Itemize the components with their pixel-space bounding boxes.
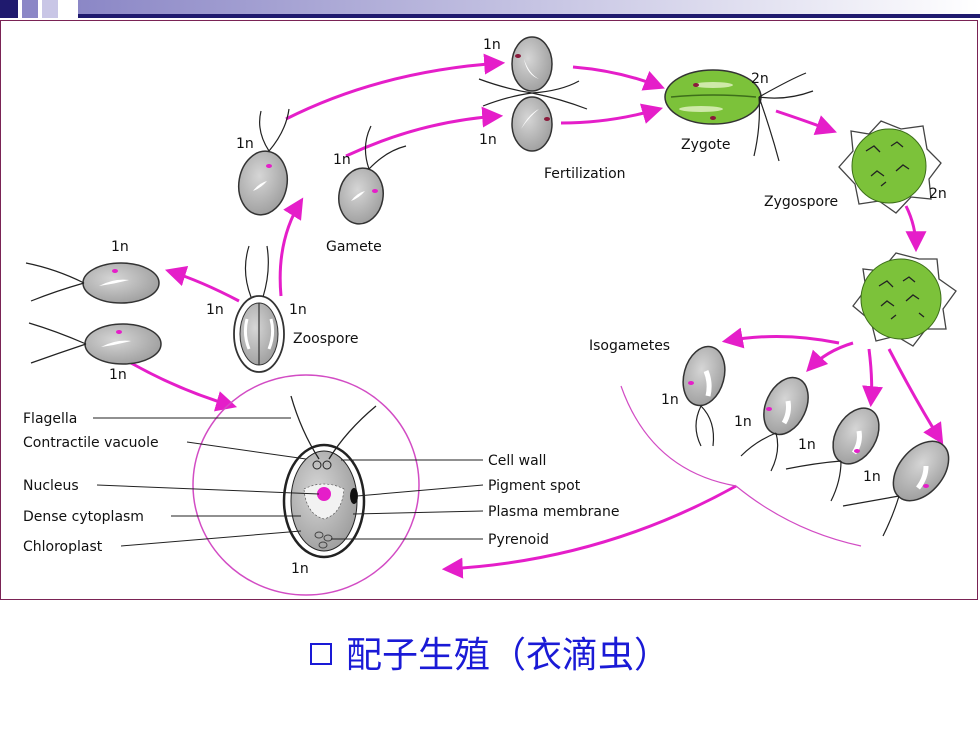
gamete-2-ploidy-label: 1n <box>333 152 351 168</box>
isogamete-3-ploidy-label: 1n <box>798 437 816 453</box>
arrow-cell2-to-cell <box>130 361 238 412</box>
part-label-flagella: Flagella <box>23 411 77 427</box>
part-label-pigment-spot: Pigment spot <box>488 478 581 494</box>
zoospore-label: Zoospore <box>293 331 359 347</box>
accent-square-mid <box>22 0 38 18</box>
fusing-gametes <box>478 36 588 152</box>
zygospore-cell <box>838 120 942 214</box>
zygote-label: Zygote <box>681 137 730 153</box>
left-cell-bottom <box>28 322 162 365</box>
zygospore-ploidy-label: 2n <box>929 186 947 202</box>
accent-square-dark <box>0 0 18 18</box>
arrow-iso-to-cell <box>441 484 737 579</box>
arrow-zoospore-to-cell1 <box>164 265 240 303</box>
zygote-ploidy-label: 2n <box>751 71 769 87</box>
part-label-cell-wall: Cell wall <box>488 453 546 469</box>
arrow-fusion-to-zygote <box>572 65 665 91</box>
zoospore-left-ploidy-label: 1n <box>206 302 224 318</box>
isogametes-label: Isogametes <box>589 338 670 354</box>
arrow-fusion2-to-zygote <box>560 103 664 125</box>
title-accent-bar <box>0 0 980 22</box>
arrow-to-iso2 <box>806 341 854 373</box>
isogamete-4-ploidy-label: 1n <box>863 469 881 485</box>
part-label-dense-cytoplasm: Dense cytoplasm <box>23 509 144 525</box>
cell-detail-ploidy-label: 1n <box>291 561 309 577</box>
part-label-contractile-vacuole: Contractile vacuole <box>23 435 159 451</box>
cycle-arrows <box>130 53 944 579</box>
gamete-1 <box>237 108 290 216</box>
arrow-to-iso4 <box>887 348 944 445</box>
isogamete-region-line <box>620 385 862 547</box>
isogamete-2-ploidy-label: 1n <box>734 414 752 430</box>
left-cell-top <box>25 262 160 304</box>
top-ploidy-label: 1n <box>483 37 501 53</box>
detailed-cell <box>282 395 377 559</box>
diagram-panel: 1n 1n Fertilization 2n Zygote Zygospore … <box>0 20 978 600</box>
caption-text: 配子生殖（衣滴虫） <box>345 635 670 676</box>
cell-part-labels-left: Flagella Contractile vacuole Nucleus Den… <box>23 411 159 555</box>
fertilization-label: Fertilization <box>544 166 626 182</box>
arrow-to-iso1 <box>721 327 840 349</box>
arrow-gamete1-to-fusion <box>285 53 506 121</box>
part-label-chloroplast: Chloroplast <box>23 539 103 555</box>
isogamete-1 <box>682 345 726 447</box>
part-label-pyrenoid: Pyrenoid <box>488 532 549 548</box>
fertilization-ploidy-label: 1n <box>479 132 497 148</box>
slide-caption: 配子生殖（衣滴虫） <box>0 626 980 678</box>
arrow-zoospore-to-gamete <box>278 197 304 297</box>
accent-line <box>78 14 980 18</box>
zoospore-sporangium <box>233 245 285 373</box>
accent-square-light <box>42 0 58 18</box>
part-label-plasma-membrane: Plasma membrane <box>488 504 619 520</box>
isogamete-3 <box>785 407 880 502</box>
meiotic-zygospore <box>852 252 957 347</box>
isogamete-2 <box>740 376 809 472</box>
cell-part-labels-right: Cell wall Pigment spot Plasma membrane P… <box>488 453 619 548</box>
left-cell-bottom-ploidy-label: 1n <box>109 367 127 383</box>
arrow-to-iso3 <box>862 348 883 408</box>
isogamete-1-ploidy-label: 1n <box>661 392 679 408</box>
life-cycle-diagram: 1n 1n Fertilization 2n Zygote Zygospore … <box>23 36 957 596</box>
zygote-cell <box>664 69 814 162</box>
part-leader-lines <box>93 417 484 547</box>
gamete-label: Gamete <box>326 239 382 255</box>
arrow-zygote-to-zygospore <box>775 109 837 136</box>
arrow-zygospore-to-meiosis <box>904 205 927 253</box>
cell-detail-circle <box>192 374 420 596</box>
gamete-1-ploidy-label: 1n <box>236 136 254 152</box>
gamete-2 <box>338 125 407 225</box>
bullet-square-icon <box>309 643 332 665</box>
zoospore-right-ploidy-label: 1n <box>289 302 307 318</box>
isogamete-4 <box>842 440 950 537</box>
zygospore-label: Zygospore <box>764 194 838 210</box>
left-cell-top-ploidy-label: 1n <box>111 239 129 255</box>
part-label-nucleus: Nucleus <box>23 478 79 494</box>
arrow-gamete2-to-fusion <box>345 106 504 158</box>
accent-gradient <box>78 0 980 14</box>
